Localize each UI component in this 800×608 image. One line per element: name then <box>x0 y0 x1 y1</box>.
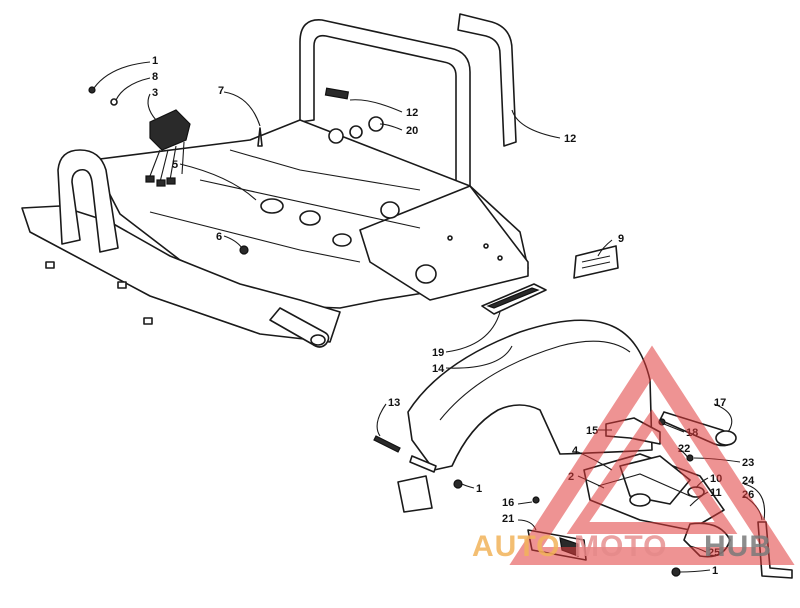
callout-21: 21 <box>502 513 514 525</box>
watermark: AUTO MOTO HUB <box>472 345 795 565</box>
callout-11: 11 <box>710 487 722 499</box>
callout-13: 13 <box>388 397 400 409</box>
callout-12-strip: 12 <box>564 133 576 145</box>
fastener-16 <box>532 496 540 504</box>
part-13-bolt <box>373 435 401 453</box>
callout-16: 16 <box>502 497 514 509</box>
fastener-1-top <box>88 86 96 94</box>
callout-8: 8 <box>152 71 158 83</box>
part-9-decal <box>573 245 619 279</box>
callout-19: 19 <box>432 347 444 359</box>
washer-8 <box>110 98 118 106</box>
callout-14: 14 <box>432 363 445 375</box>
callout-9: 9 <box>618 233 624 245</box>
watermark-triangle-inner <box>566 409 738 534</box>
callout-1: 1 <box>152 55 158 67</box>
callout-1-lower: 1 <box>712 565 718 577</box>
callout-23: 23 <box>742 457 754 469</box>
fastener-1-lower <box>671 567 681 577</box>
callout-6: 6 <box>216 231 222 243</box>
fastener-22 <box>686 454 694 462</box>
watermark-triangle-outer <box>509 345 795 565</box>
callout-3: 3 <box>152 87 158 99</box>
callout-4: 4 <box>572 445 579 457</box>
callout-7: 7 <box>218 85 224 97</box>
callout-5: 5 <box>172 159 178 171</box>
fastener-1-flap <box>453 479 463 489</box>
callout-17: 17 <box>714 397 726 409</box>
callout-20: 20 <box>406 125 418 137</box>
part-12-trim-strip <box>457 13 517 147</box>
callout-1-flap: 1 <box>476 483 482 495</box>
callout-24: 24 <box>742 475 755 487</box>
part-14-rear-flap <box>407 319 653 473</box>
watermark-text-moto: MOTO <box>574 530 667 563</box>
part-19-decal <box>481 283 547 315</box>
chassis-assembly <box>21 19 529 348</box>
part-small-plate <box>397 475 433 513</box>
watermark-text-hub: HUB <box>704 530 772 563</box>
callout-12: 12 <box>406 107 418 119</box>
watermark-text-auto: AUTO <box>472 530 560 563</box>
